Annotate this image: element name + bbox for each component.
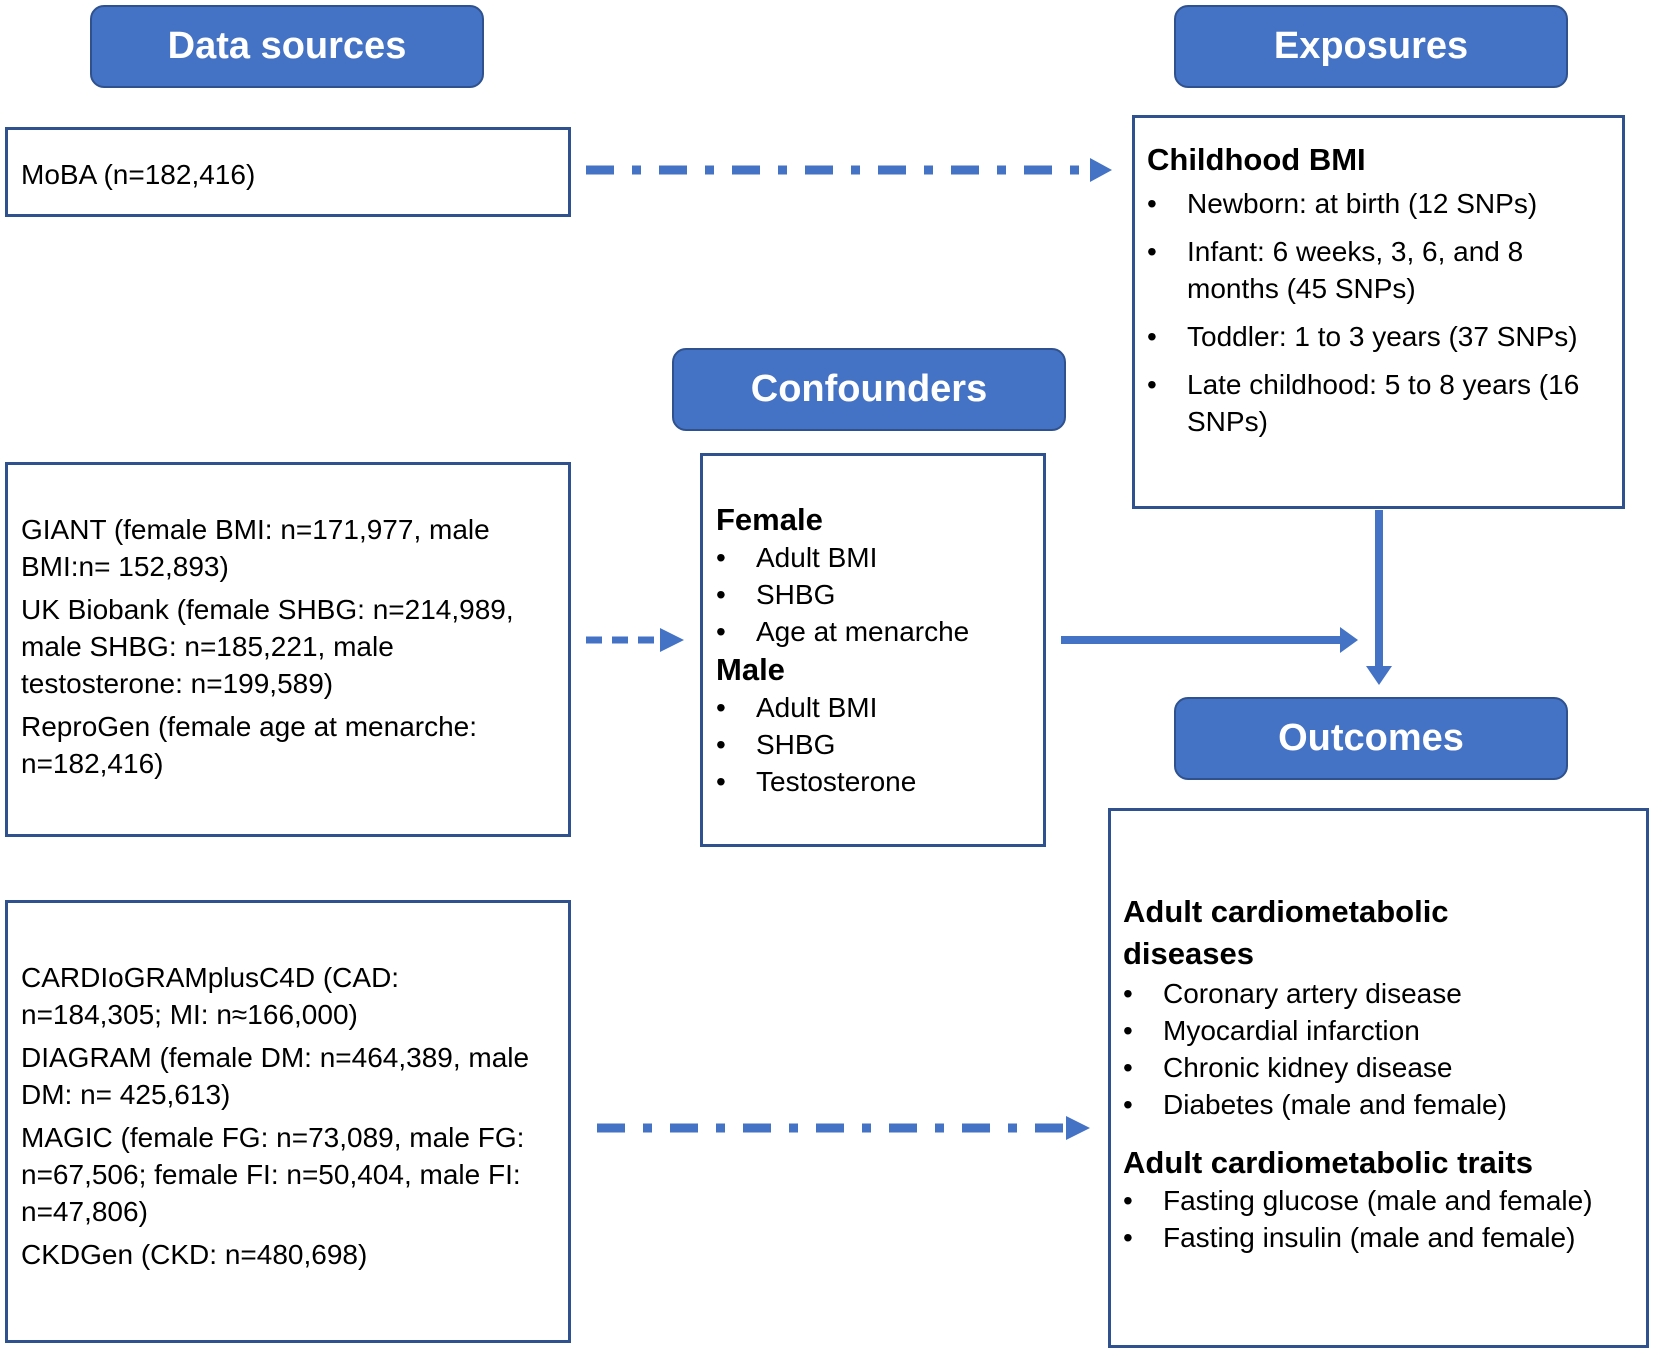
confounder-item: SHBG (716, 576, 1043, 613)
exposure-item: Toddler: 1 to 3 years (37 SNPs) (1147, 318, 1622, 355)
outcome-item: Chronic kidney disease (1123, 1049, 1646, 1086)
outcomes-traits-list: Fasting glucose (male and female) Fastin… (1123, 1182, 1646, 1256)
source-magic: MAGIC (female FG: n=73,089, male FG: n=6… (21, 1122, 525, 1227)
confounder-item: SHBG (716, 726, 1043, 763)
outcome-item: Fasting glucose (male and female) (1123, 1182, 1646, 1219)
moba-source-box: MoBA (n=182,416) (5, 127, 571, 217)
header-outcomes: Outcomes (1174, 697, 1568, 780)
confounder-item: Adult BMI (716, 689, 1043, 726)
source-reprogen: ReproGen (female age at menarche: n=182,… (21, 711, 478, 779)
header-confounders: Confounders (672, 348, 1066, 431)
confounder-item: Adult BMI (716, 539, 1043, 576)
confounders-box: Female Adult BMI SHBG Age at menarche Ma… (700, 453, 1046, 847)
exposure-item: Late childhood: 5 to 8 years (16 SNPs) (1147, 366, 1587, 440)
outcomes-diseases-list: Coronary artery disease Myocardial infar… (1123, 975, 1646, 1123)
arrowhead-sources-to-outcomes (1066, 1116, 1090, 1140)
source-giant: GIANT (female BMI: n=171,977, male BMI:n… (21, 514, 490, 582)
header-data-sources-label: Data sources (167, 25, 407, 67)
source-uk-biobank: UK Biobank (female SHBG: n=214,989, male… (21, 594, 514, 699)
outcome-item: Myocardial infarction (1123, 1012, 1646, 1049)
arrowhead-exposures-to-outcomes (1366, 666, 1392, 685)
confounder-sources-box: GIANT (female BMI: n=171,977, male BMI:n… (5, 462, 571, 837)
exposures-list: Newborn: at birth (12 SNPs) Infant: 6 we… (1147, 185, 1622, 440)
confounders-female-list: Adult BMI SHBG Age at menarche (716, 539, 1043, 650)
arrowhead-sources-to-confounders (660, 628, 684, 652)
exposures-title: Childhood BMI (1147, 142, 1366, 177)
outcomes-box: Adult cardiometabolic diseases Coronary … (1108, 808, 1649, 1348)
outcome-item: Diabetes (male and female) (1123, 1086, 1646, 1123)
confounder-item: Age at menarche (716, 613, 1043, 650)
exposure-item: Newborn: at birth (12 SNPs) (1147, 185, 1622, 222)
source-ckdgen: CKDGen (CKD: n=480,698) (21, 1239, 368, 1270)
moba-source-text: MoBA (n=182,416) (21, 159, 256, 190)
outcomes-diseases-title: Adult cardiometabolic diseases (1123, 894, 1449, 971)
arrowhead-confounders-to-path (1340, 627, 1358, 653)
source-cardiogram: CARDIoGRAMplusC4D (CAD: n=184,305; MI: n… (21, 962, 400, 1030)
header-data-sources: Data sources (90, 5, 484, 88)
outcomes-traits-title: Adult cardiometabolic traits (1123, 1145, 1533, 1180)
header-exposures: Exposures (1174, 5, 1568, 88)
confounder-item: Testosterone (716, 763, 1043, 800)
confounders-female-title: Female (716, 502, 823, 537)
confounders-male-title: Male (716, 652, 785, 687)
header-outcomes-label: Outcomes (1278, 717, 1464, 759)
outcome-item: Fasting insulin (male and female) (1123, 1219, 1646, 1256)
arrowhead-moba-to-exposures (1090, 158, 1112, 182)
source-diagram: DIAGRAM (female DM: n=464,389, male DM: … (21, 1042, 530, 1110)
header-confounders-label: Confounders (750, 368, 988, 410)
confounders-male-list: Adult BMI SHBG Testosterone (716, 689, 1043, 800)
exposure-item: Infant: 6 weeks, 3, 6, and 8 months (45 … (1147, 233, 1587, 307)
exposures-box: Childhood BMI Newborn: at birth (12 SNPs… (1132, 115, 1625, 509)
outcome-sources-box: CARDIoGRAMplusC4D (CAD: n=184,305; MI: n… (5, 900, 571, 1343)
header-exposures-label: Exposures (1273, 25, 1469, 67)
outcome-item: Coronary artery disease (1123, 975, 1646, 1012)
